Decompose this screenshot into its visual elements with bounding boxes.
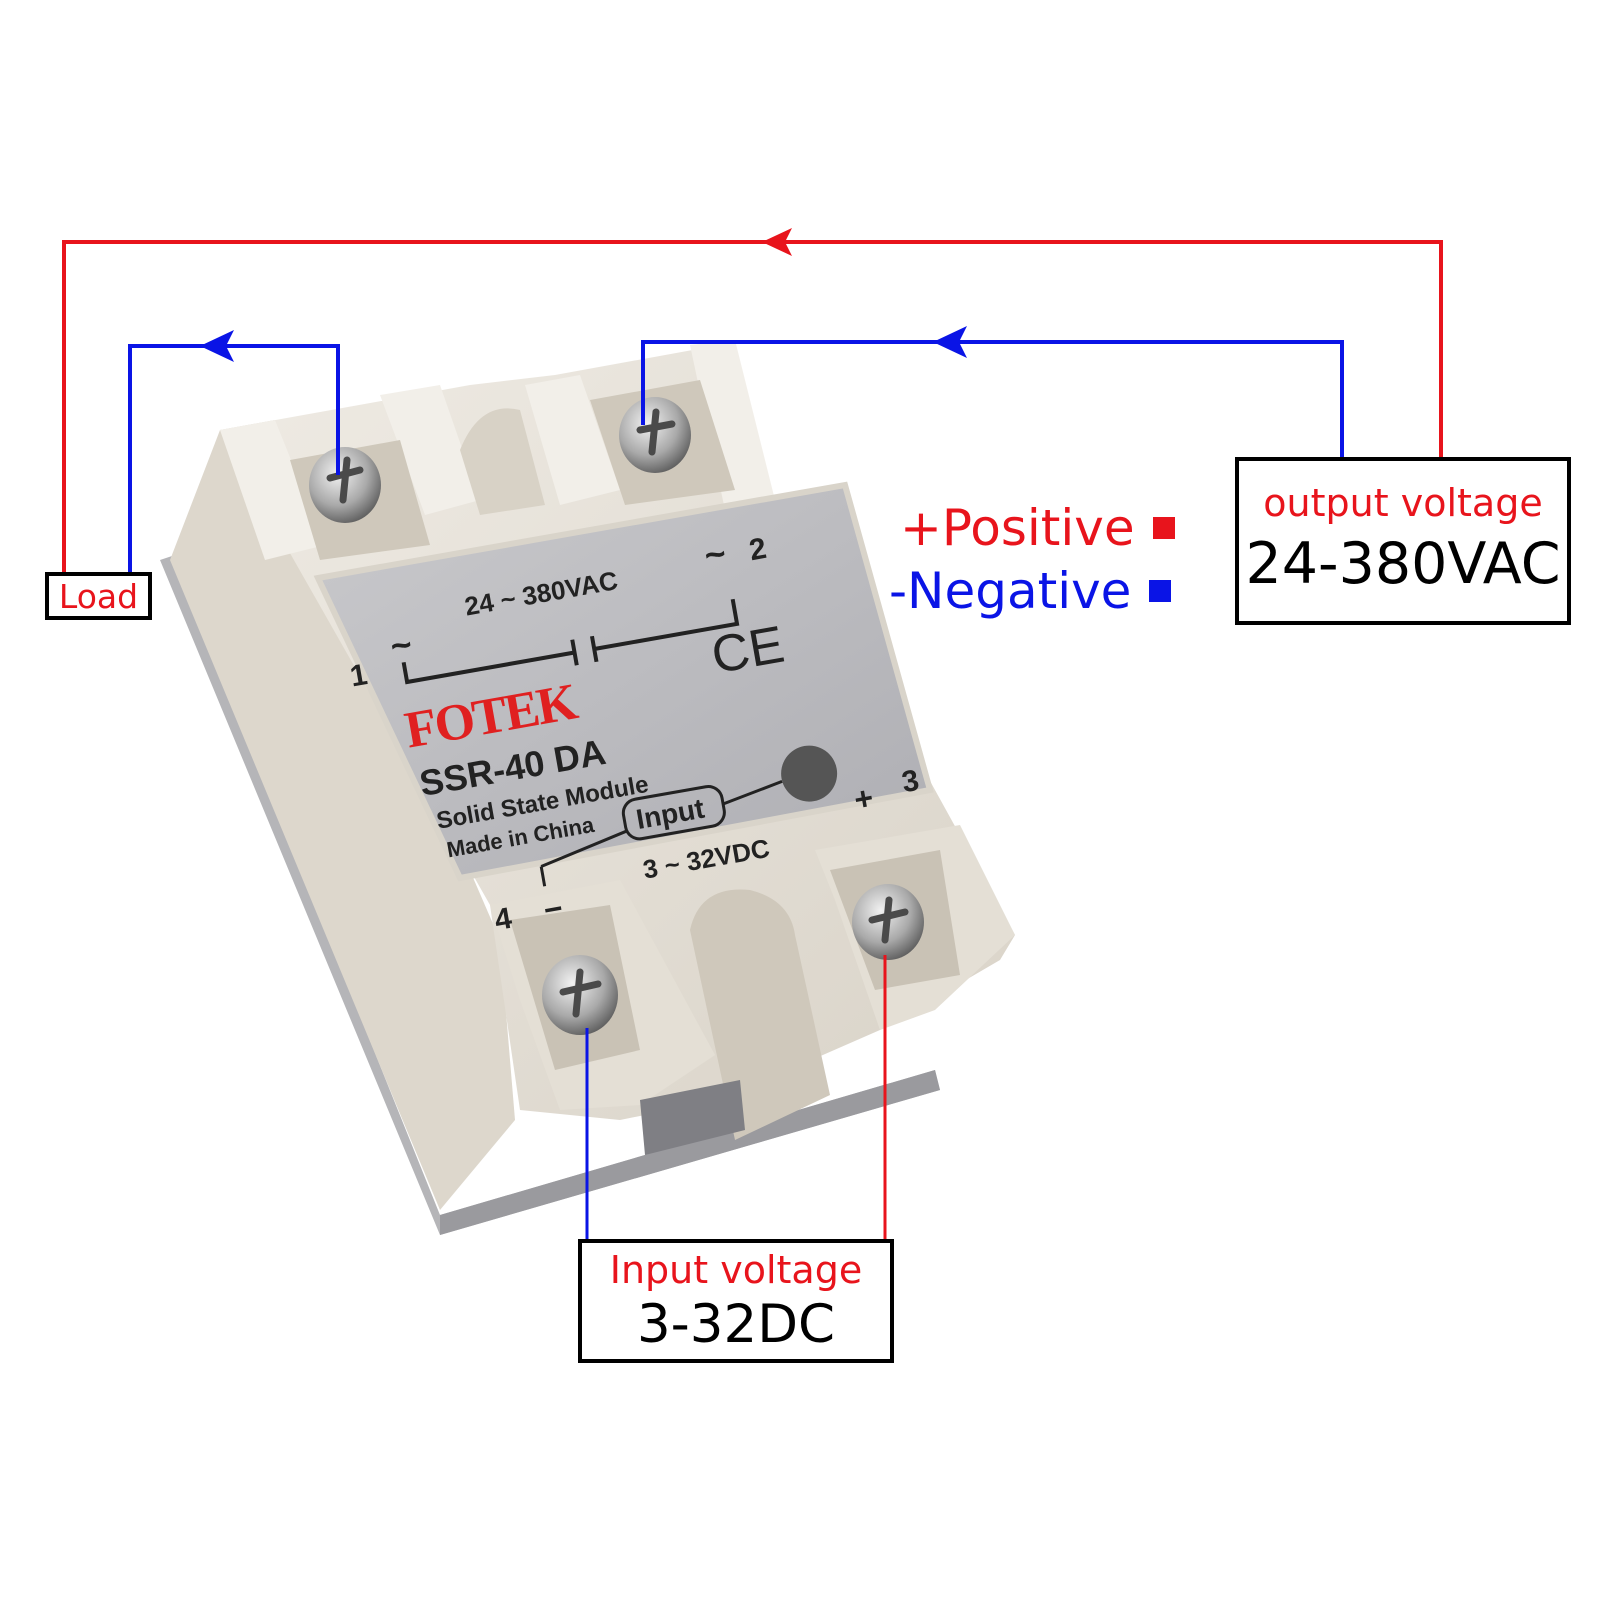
legend-positive-label: +Positive (900, 499, 1135, 557)
screw-terminal-2-icon (619, 397, 691, 473)
led-indicator-icon (781, 745, 838, 802)
wire-output-negative (641, 326, 1344, 457)
legend-negative: -Negative (889, 562, 1172, 620)
ce-mark: CE (707, 616, 788, 686)
output-voltage-value: 24-380VAC (1245, 531, 1561, 597)
input-voltage-box: Input voltage 3-32DC (578, 1239, 894, 1363)
wire-load-negative (128, 330, 340, 572)
terminal-1-number: 1 (348, 658, 370, 693)
load-label-box: Load (45, 572, 152, 620)
input-voltage-value: 3-32DC (636, 1293, 836, 1355)
legend-negative-label: -Negative (889, 562, 1132, 620)
load-circuit-symbol (401, 598, 740, 685)
red-square-icon (1152, 517, 1175, 539)
load-label: Load (58, 576, 139, 616)
label-plate (313, 481, 934, 882)
wire-output-positive (62, 228, 1443, 572)
screw-terminal-3-icon (852, 884, 924, 960)
terminal-3-number: 3 (899, 764, 921, 799)
arrow-left-icon (762, 228, 792, 256)
arrow-left-icon (200, 330, 234, 362)
terminal-2-number: 2 (747, 532, 769, 567)
heatsink-base (160, 555, 940, 1235)
input-voltage-title: Input voltage (609, 1247, 863, 1292)
screw-terminal-4-icon (542, 955, 618, 1035)
terminal-4-number: 4 (492, 902, 514, 937)
blue-square-icon (1149, 580, 1172, 602)
arrow-left-icon (933, 326, 967, 358)
terminal-screws (309, 397, 924, 1035)
legend-positive: +Positive (900, 503, 1175, 553)
output-voltage-box: output voltage 24-380VAC (1235, 457, 1571, 625)
output-voltage-title: output voltage (1263, 481, 1543, 525)
screw-terminal-1-icon (309, 447, 381, 523)
